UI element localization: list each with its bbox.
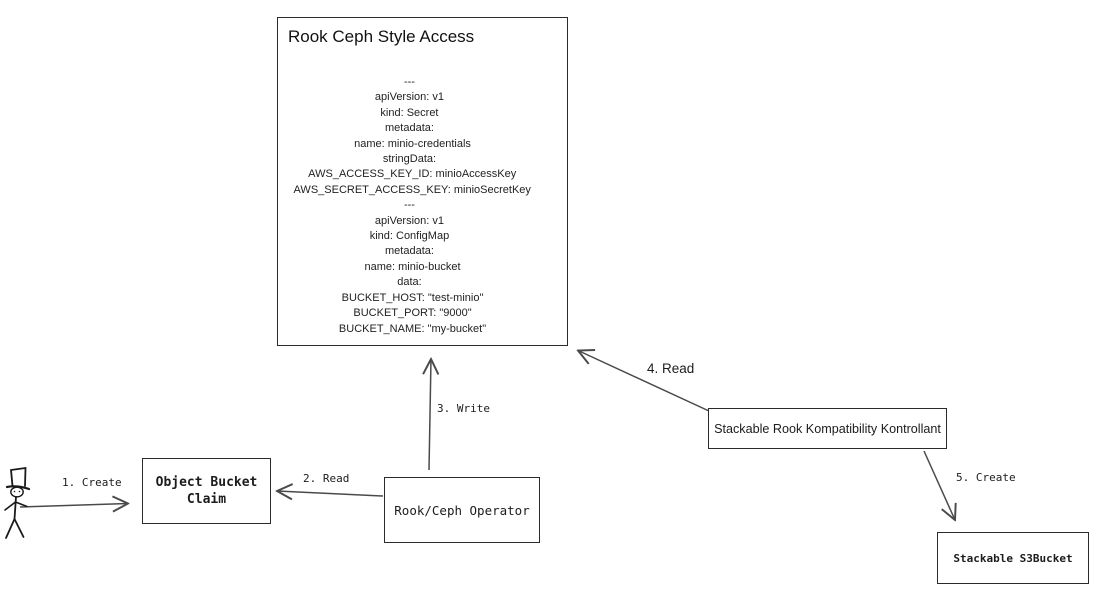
object-bucket-claim-label: Object Bucket Claim xyxy=(155,475,258,507)
kontrollant-box: Stackable Rook Kompatibility Kontrollant xyxy=(708,408,947,449)
arrow-label-5-create: 5. Create xyxy=(956,471,1016,484)
main-box-title: Rook Ceph Style Access xyxy=(288,27,475,46)
arrow-label-1-create: 1. Create xyxy=(62,476,122,489)
object-bucket-claim-box: Object Bucket Claim xyxy=(142,458,271,524)
arrow-label-4-read: 4. Read xyxy=(647,361,695,376)
rook-ceph-style-access-box: Rook Ceph Style Access --- apiVersion: v… xyxy=(277,17,568,346)
rook-ceph-operator-label: Rook/Ceph Operator xyxy=(394,502,530,518)
arrow-3-write xyxy=(429,359,431,471)
arrow-5-create xyxy=(923,450,955,520)
user-actor-icon xyxy=(4,466,31,539)
s3bucket-label: Stackable S3Bucket xyxy=(953,551,1073,565)
yaml-manifest-text: --- apiVersion: v1 kind: Secret metadata… xyxy=(293,76,531,335)
arrow-label-3-write: 3. Write xyxy=(437,402,490,415)
arrow-label-2-read: 2. Read xyxy=(303,472,350,485)
s3bucket-box: Stackable S3Bucket xyxy=(937,532,1089,584)
rook-ceph-operator-box: Rook/Ceph Operator xyxy=(384,477,540,543)
arrow-1-create xyxy=(19,504,128,508)
arrow-4-read xyxy=(578,351,710,412)
arrow-2-read xyxy=(277,491,384,496)
kontrollant-label: Stackable Rook Kompatibility Kontrollant xyxy=(714,421,941,436)
